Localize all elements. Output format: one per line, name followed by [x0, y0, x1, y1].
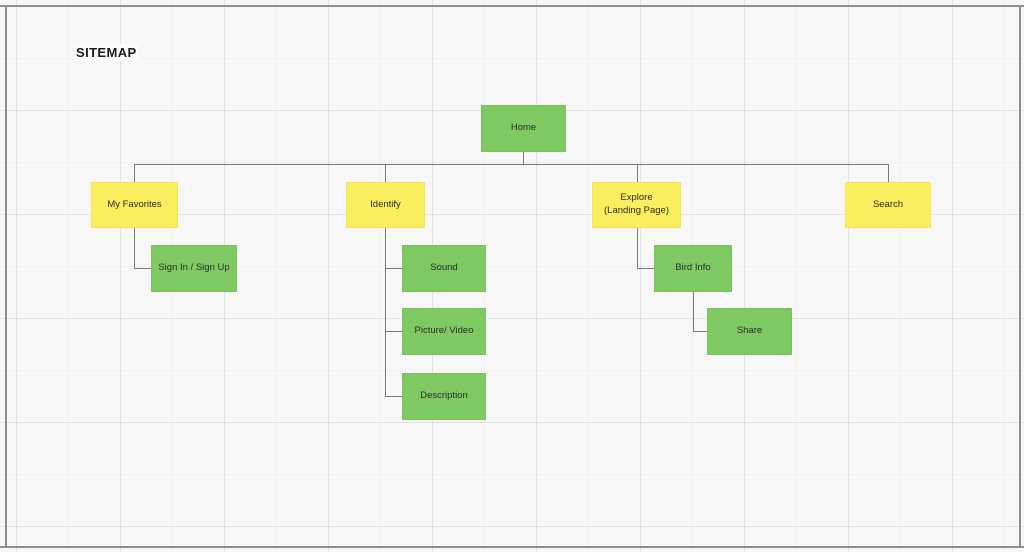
node-explore-sublabel: (Landing Page) — [604, 205, 669, 216]
connector-my-favorites-to-sign-in — [134, 268, 151, 269]
node-search-label: Search — [872, 198, 904, 210]
node-picture-video-label: Picture/ Video — [414, 325, 474, 337]
node-share-label: Share — [736, 325, 763, 337]
node-sound-label: Sound — [430, 262, 458, 274]
connector-identify-stem — [385, 228, 386, 397]
connector-bus-to-my-favorites — [134, 164, 135, 182]
node-identify[interactable]: Identify — [346, 182, 425, 228]
canvas-frame-left — [5, 5, 7, 548]
connector-my-favorites-stem — [134, 228, 135, 269]
node-sign-in-sign-up-label: Sign In / Sign Up — [158, 262, 230, 274]
connector-home-stem — [523, 152, 524, 165]
connector-explore-stem — [637, 228, 638, 269]
node-my-favorites[interactable]: My Favorites — [91, 182, 178, 228]
node-picture-video[interactable]: Picture/ Video — [402, 308, 486, 355]
node-share[interactable]: Share — [707, 308, 792, 355]
diagram-title: SITEMAP — [74, 44, 139, 61]
node-bird-info[interactable]: Bird Info — [654, 245, 732, 292]
connector-identify-to-sound — [385, 268, 402, 269]
node-sign-in-sign-up[interactable]: Sign In / Sign Up — [151, 245, 237, 292]
connector-bus-to-identify — [385, 164, 386, 182]
canvas-frame-bottom — [0, 546, 1024, 548]
node-my-favorites-label: My Favorites — [107, 198, 162, 210]
connector-identify-to-picture-video — [385, 331, 402, 332]
node-home-label: Home — [510, 122, 537, 134]
node-sound[interactable]: Sound — [402, 245, 486, 292]
node-search[interactable]: Search — [845, 182, 931, 228]
connector-level1-bus — [134, 164, 888, 165]
node-explore[interactable]: Explore (Landing Page) — [592, 182, 681, 228]
connector-bird-info-stem — [693, 292, 694, 332]
connector-explore-to-bird-info — [637, 268, 654, 269]
connector-bird-info-to-share — [693, 331, 707, 332]
node-bird-info-label: Bird Info — [675, 262, 711, 274]
node-explore-label: Explore — [620, 192, 653, 204]
connector-identify-to-description — [385, 396, 402, 397]
canvas-frame-top — [0, 5, 1024, 7]
node-description-label: Description — [420, 390, 468, 402]
canvas-frame-right — [1019, 5, 1021, 548]
connector-bus-to-explore — [637, 164, 638, 182]
node-description[interactable]: Description — [402, 373, 486, 420]
node-identify-label: Identify — [370, 198, 401, 210]
connector-bus-to-search — [888, 164, 889, 182]
node-home[interactable]: Home — [481, 105, 566, 152]
